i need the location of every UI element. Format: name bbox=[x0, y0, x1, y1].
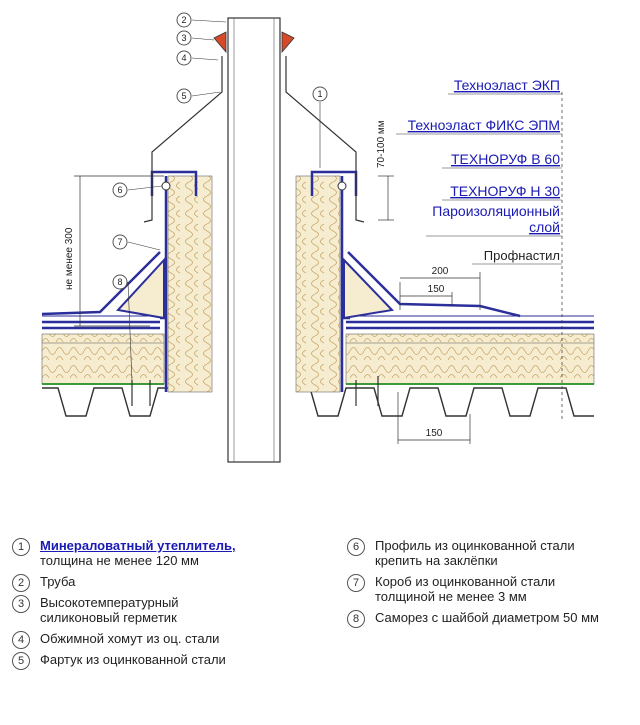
callout-1 bbox=[312, 86, 328, 102]
legend-item-6-line2: крепить на заклёпки bbox=[375, 553, 498, 568]
legend-item-5: 5 Фартук из оцинкованной стали bbox=[12, 652, 312, 670]
legend-link-insulation[interactable]: Минераловатный утеплитель, bbox=[40, 538, 236, 553]
sleeve-insulation-left bbox=[167, 175, 213, 393]
pipe-roof-penetration-drawing: 2 3 4 5 1 6 7 8 Техноэласт ЭКП Техноэлас… bbox=[41, 12, 595, 463]
legend-item-1-line2: толщина не менее 120 мм bbox=[40, 553, 199, 568]
legend-item-1: 1 Минераловатный утеплитель, толщина не … bbox=[12, 538, 312, 568]
callout-2-text: 2 bbox=[181, 15, 186, 25]
legend-item-4: 4 Обжимной хомут из оц. стали bbox=[12, 631, 312, 649]
rivet-right bbox=[337, 181, 347, 191]
roof-insulation-left bbox=[41, 333, 165, 385]
dim-min-300: не менее 300 bbox=[64, 227, 75, 290]
apron-left bbox=[143, 56, 223, 223]
legend-item-4-line1: Обжимной хомут из оц. стали bbox=[40, 631, 220, 646]
legend-item-7-line2: толщиной не менее 3 мм bbox=[375, 589, 527, 604]
callout-4 bbox=[176, 50, 192, 66]
legend-right: 6 Профиль из оцинкованной стали крепить … bbox=[347, 538, 637, 631]
callout-2 bbox=[176, 12, 192, 28]
legend-item-8-line1: Саморез с шайбой диаметром 50 мм bbox=[375, 610, 599, 625]
label-technoelast-ekp: Техноэласт ЭКП bbox=[454, 77, 560, 93]
legend-item-7: 7 Короб из оцинкованной стали толщиной н… bbox=[347, 574, 637, 604]
legend-number-7: 7 bbox=[347, 574, 365, 592]
callout-5-text: 5 bbox=[181, 91, 186, 101]
legend-number-1: 1 bbox=[12, 538, 30, 556]
label-profnastil: Профнастил bbox=[484, 248, 560, 263]
legend-item-6-line1: Профиль из оцинкованной стали bbox=[375, 538, 575, 553]
legend-number-8: 8 bbox=[347, 610, 365, 628]
callout-5 bbox=[176, 88, 192, 104]
sealant-left bbox=[213, 31, 227, 54]
legend-item-3: 3 Высокотемпературный силиконовый гермет… bbox=[12, 595, 312, 625]
legend-item-6: 6 Профиль из оцинкованной стали крепить … bbox=[347, 538, 637, 568]
apron-right bbox=[285, 56, 365, 223]
rivet-left bbox=[161, 181, 171, 191]
label-vapor-line2: слой bbox=[529, 219, 560, 235]
dim-150-top: 150 bbox=[428, 284, 445, 295]
callout-4-text: 4 bbox=[181, 53, 186, 63]
callout-7 bbox=[112, 234, 128, 250]
legend-item-5-line1: Фартук из оцинкованной стали bbox=[40, 652, 226, 667]
legend-item-8: 8 Саморез с шайбой диаметром 50 мм bbox=[347, 610, 637, 628]
dim-200: 200 bbox=[432, 266, 449, 277]
steel-box bbox=[41, 176, 521, 392]
profiled-deck-left bbox=[42, 387, 170, 417]
legend-item-2-line1: Труба bbox=[40, 574, 76, 589]
label-technoruf-v60: ТЕХНОРУФ В 60 bbox=[451, 151, 560, 167]
sealant-right bbox=[281, 31, 295, 54]
callout-6 bbox=[112, 182, 128, 198]
pipe bbox=[227, 17, 281, 463]
legend-item-2: 2 Труба bbox=[12, 574, 312, 592]
legend-number-6: 6 bbox=[347, 538, 365, 556]
legend-item-3-line2: силиконовый герметик bbox=[40, 610, 177, 625]
callout-3-text: 3 bbox=[181, 33, 186, 43]
legend-item-3-line1: Высокотемпературный bbox=[40, 595, 179, 610]
profiled-deck-right bbox=[296, 387, 594, 417]
callout-7-text: 7 bbox=[117, 237, 122, 247]
callout-6-text: 6 bbox=[117, 185, 122, 195]
label-technoelast-fix: Техноэласт ФИКС ЭПМ bbox=[408, 117, 560, 133]
roof-membranes bbox=[42, 315, 594, 330]
legend-number-4: 4 bbox=[12, 631, 30, 649]
screws bbox=[131, 376, 379, 406]
legend-number-5: 5 bbox=[12, 652, 30, 670]
dim-70-100: 70-100 мм bbox=[376, 120, 387, 168]
label-technoruf-n30: ТЕХНОРУФ Н 30 bbox=[450, 183, 560, 199]
callout-1-text: 1 bbox=[317, 89, 322, 99]
sleeve-insulation-right bbox=[295, 175, 341, 393]
callouts: 2 3 4 5 1 6 7 8 bbox=[112, 12, 328, 383]
callout-8-text: 8 bbox=[117, 277, 122, 287]
legend-item-7-line1: Короб из оцинкованной стали bbox=[375, 574, 556, 589]
dim-150-bottom: 150 bbox=[426, 428, 443, 439]
legend-number-3: 3 bbox=[12, 595, 30, 613]
callout-8 bbox=[112, 274, 128, 290]
label-vapor-line1: Пароизоляционный bbox=[432, 203, 560, 219]
legend-number-2: 2 bbox=[12, 574, 30, 592]
legend-left: 1 Минераловатный утеплитель, толщина не … bbox=[12, 538, 312, 673]
roof-insulation-right bbox=[345, 333, 595, 385]
callout-3 bbox=[176, 30, 192, 46]
